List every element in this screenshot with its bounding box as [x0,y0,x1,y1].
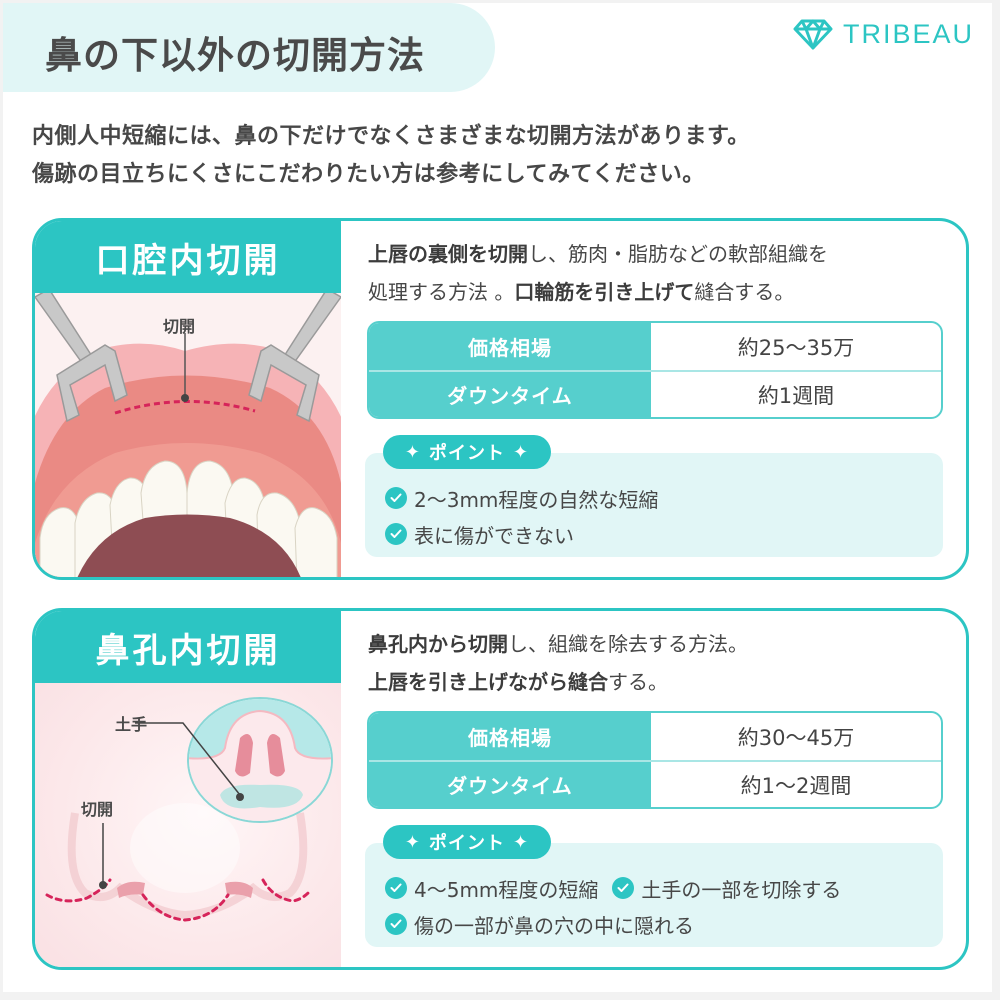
description-bold: 鼻孔内から切開 [368,632,508,656]
point-item: 傷の一部が鼻の穴の中に隠れる [385,910,694,939]
point-badge: ✦ ポイント ✦ [383,435,551,469]
nose-drawing [45,697,333,922]
description-bold: 上唇の裏側を切開 [368,242,528,266]
mouth-drawing [35,293,341,577]
point-item: 4〜5mm程度の短縮 [385,874,598,903]
check-icon [385,877,407,899]
bank-label: 土手 [115,715,148,734]
point-text: 傷の一部が鼻の穴の中に隠れる [414,913,694,938]
point-list: 2〜3mm程度の自然な短縮 表に傷ができない [385,480,672,552]
sparkle-icon: ✦ [404,441,421,463]
method-description: 上唇の裏側を切開し、筋肉・脂肪などの軟部組織を 処理する方法 。口輪筋を引き上げ… [368,235,828,311]
point-text: 表に傷ができない [414,523,574,548]
table-row-price: 価格相場 約25〜35万 [369,323,941,370]
description-text: 縫合する。 [694,280,795,304]
point-text: 2〜3mm程度の自然な短縮 [414,487,659,512]
description-text: 処理する方法 。 [368,280,515,304]
info-table: 価格相場 約30〜45万 ダウンタイム 約1〜2週間 [367,711,943,809]
method-title-tab: 鼻孔内切開 [35,611,341,683]
method-card-nostril: 鼻孔内切開 [32,608,969,970]
point-line: 表に傷ができない [385,516,672,552]
description-line-1: 鼻孔内から切開し、組織を除去する方法。 [368,625,748,663]
point-box: 4〜5mm程度の短縮 土手の一部を切除する 傷の一部が鼻の穴の中に隠れる [365,843,943,947]
incision-label: 切開 [81,800,114,819]
sparkle-icon: ✦ [404,831,421,853]
point-list: 4〜5mm程度の短縮 土手の一部を切除する 傷の一部が鼻の穴の中に隠れる [385,870,855,942]
point-line: 2〜3mm程度の自然な短縮 [385,480,672,516]
price-label: 価格相場 [369,323,651,370]
point-item: 2〜3mm程度の自然な短縮 [385,484,658,513]
point-line: 4〜5mm程度の短縮 土手の一部を切除する [385,870,855,906]
point-badge-label: ポイント [429,833,505,854]
intro-line-2: 傷跡の目立ちにくさにこだわりたい方は参考にしてみてください。 [32,162,705,187]
description-line-2: 処理する方法 。口輪筋を引き上げて縫合する。 [368,273,828,311]
check-icon [385,913,407,935]
brand-logo: TRIBEAU [793,18,974,50]
nose-illustration: 土手 切開 [35,683,341,967]
check-icon [385,487,407,509]
mouth-illustration: 切開 [35,293,341,577]
info-table: 価格相場 約25〜35万 ダウンタイム 約1週間 [367,321,943,419]
title-banner: 鼻の下以外の切開方法 [3,3,495,92]
point-text: 土手の一部を切除する [641,877,842,902]
check-icon [385,523,407,545]
description-bold: 上唇を引き上げながら縫合 [368,670,608,694]
point-item: 土手の一部を切除する [612,874,841,903]
point-badge: ✦ ポイント ✦ [383,825,551,859]
diamond-icon [793,19,833,50]
price-value: 約25〜35万 [737,335,855,360]
table-row-downtime: ダウンタイム 約1週間 [369,370,941,417]
check-icon [612,877,635,899]
description-text: し、組織を除去する方法。 [508,632,748,656]
method-description: 鼻孔内から切開し、組織を除去する方法。 上唇を引き上げながら縫合する。 [368,625,748,701]
method-card-oral: 口腔内切開 [32,218,969,580]
method-title: 口腔内切開 [95,240,281,281]
point-text: 4〜5mm程度の短縮 [414,877,599,902]
description-line-2: 上唇を引き上げながら縫合する。 [368,663,748,701]
point-badge-label: ポイント [429,443,505,464]
table-row-price: 価格相場 約30〜45万 [369,713,941,760]
description-bold: 口輪筋を引き上げて [514,280,695,304]
description-text: し、筋肉・脂肪などの軟部組織を [528,242,828,266]
method-title: 鼻孔内切開 [95,630,281,671]
point-item: 表に傷ができない [385,520,574,549]
description-text: する。 [608,670,668,694]
downtime-label: ダウンタイム [369,762,651,807]
point-box: 2〜3mm程度の自然な短縮 表に傷ができない [365,453,943,557]
downtime-label: ダウンタイム [369,372,651,417]
method-title-tab: 口腔内切開 [35,221,341,293]
sparkle-icon: ✦ [513,441,530,463]
intro-line-1: 内側人中短縮には、鼻の下だけでなくさまざまな切開方法があります。 [32,124,750,149]
price-value: 約30〜45万 [737,725,855,750]
description-line-1: 上唇の裏側を切開し、筋肉・脂肪などの軟部組織を [368,235,828,273]
page-title: 鼻の下以外の切開方法 [45,34,425,77]
intro-text: 内側人中短縮には、鼻の下だけでなくさまざまな切開方法があります。 傷跡の目立ちに… [32,118,750,194]
incision-label: 切開 [163,317,196,336]
sparkle-icon: ✦ [513,831,530,853]
brand-name: TRIBEAU [843,18,975,49]
downtime-value: 約1週間 [757,383,835,408]
downtime-value: 約1〜2週間 [740,773,852,798]
table-row-downtime: ダウンタイム 約1〜2週間 [369,760,941,807]
point-line: 傷の一部が鼻の穴の中に隠れる [385,906,855,942]
price-label: 価格相場 [369,713,651,760]
